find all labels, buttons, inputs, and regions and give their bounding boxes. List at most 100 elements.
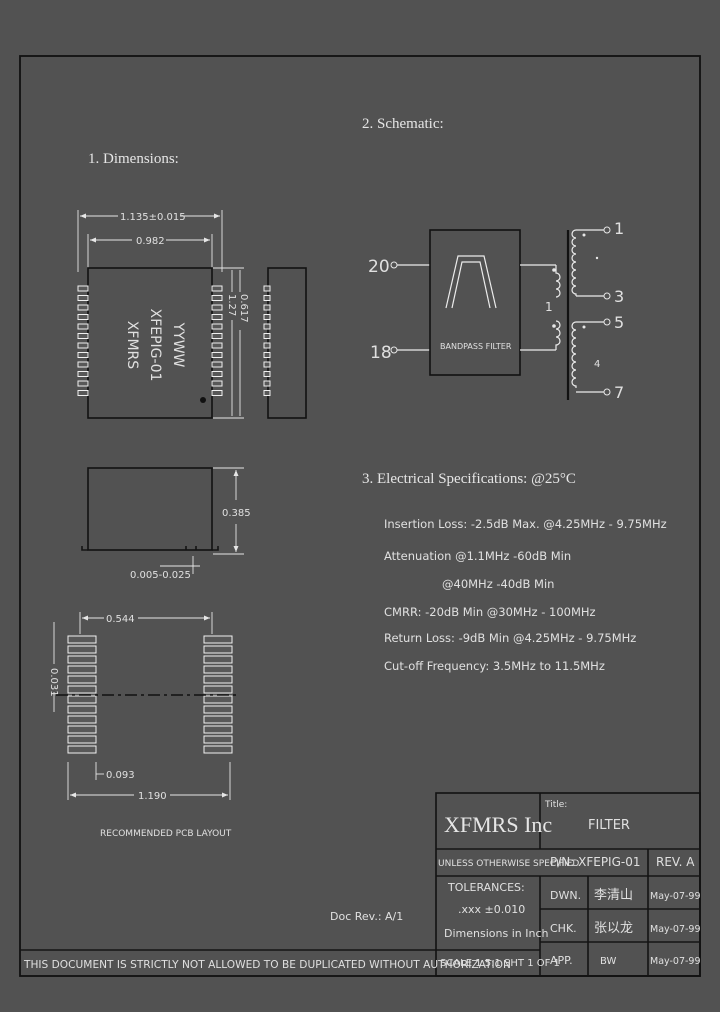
component-pin xyxy=(77,323,89,330)
electrical-heading: 3. Electrical Specifications: @25°C xyxy=(362,471,576,487)
component-pin xyxy=(211,390,223,396)
dim-body-width: 0.982 xyxy=(136,236,165,247)
dim-standoff: 0.005-0.025 xyxy=(130,570,191,581)
dim-pin-span-b: 0.617 xyxy=(238,294,249,323)
spec-line: @40MHz -40dB Min xyxy=(442,577,554,591)
spec-line: Cut-off Frequency: 3.5MHz to 11.5MHz xyxy=(384,659,605,673)
tolerance-value: .xxx ±0.010 xyxy=(458,903,525,916)
dim-pcb-pad-pitch: 0.031 xyxy=(48,668,59,697)
app-date: May-07-99 xyxy=(650,956,701,967)
pcb-layout-label: RECOMMENDED PCB LAYOUT xyxy=(100,829,232,839)
component-pin xyxy=(211,304,223,311)
dim-overall-width: 1.135±0.015 xyxy=(120,212,186,223)
dimensions-unit: Dimensions in Inch xyxy=(444,927,548,940)
schematic: 20 18 BANDPASS FILTER 1 4 1 3 5 7 xyxy=(368,219,624,402)
pcb-pad xyxy=(67,745,97,754)
top-view: 1.135±0.015 0.982 XFMRS XFEPIG-01 YYWW 1… xyxy=(77,210,307,419)
component-pin xyxy=(211,295,223,301)
scale-sheet: SCALE 1.5:1 SHT 1 OF 1 xyxy=(440,958,560,969)
spec-line: Attenuation @1.1MHz -60dB Min xyxy=(384,549,571,563)
pcb-pad xyxy=(67,715,97,724)
pin-label-18: 18 xyxy=(370,343,392,363)
component-pin xyxy=(263,314,271,320)
component-pin xyxy=(77,333,89,339)
component-pin xyxy=(77,380,89,387)
dwn-signature: 李清山 xyxy=(594,888,633,903)
pcb-pad xyxy=(203,655,233,664)
component-pin xyxy=(211,323,223,330)
chk-label: CHK. xyxy=(550,922,577,935)
component-pin xyxy=(263,285,271,292)
doc-revision: Doc Rev.: A/1 xyxy=(330,910,403,923)
marking-line2: XFEPIG-01 xyxy=(147,309,163,382)
front-view: 0.385 0.005-0.025 xyxy=(81,467,251,581)
tolerances-label: TOLERANCES: xyxy=(447,881,525,894)
component-side-view xyxy=(267,267,307,419)
component-pin xyxy=(77,304,89,311)
component-pin xyxy=(263,380,271,387)
spec-line: Insertion Loss: -2.5dB Max. @4.25MHz - 9… xyxy=(384,517,667,531)
dim-pcb-pad-span: 0.544 xyxy=(106,614,135,625)
winding-label-4: 4 xyxy=(594,359,600,370)
component-pin xyxy=(77,285,89,292)
pcb-pad xyxy=(67,675,97,684)
pcb-pad xyxy=(67,725,97,734)
pcb-pad xyxy=(67,665,97,674)
component-pin xyxy=(211,361,223,368)
revision: REV. A xyxy=(656,855,695,869)
pcb-pad xyxy=(67,655,97,664)
spec-line: Return Loss: -9dB Min @4.25MHz - 9.75MHz xyxy=(384,631,636,645)
component-pin xyxy=(263,304,271,311)
pcb-pad xyxy=(67,695,97,704)
pcb-pad xyxy=(67,685,97,694)
bandpass-filter-box xyxy=(429,229,521,376)
pcb-pad xyxy=(203,635,233,644)
component-pin xyxy=(263,295,271,301)
pcb-pad xyxy=(203,665,233,674)
pcb-pad xyxy=(67,635,97,644)
component-pin xyxy=(77,295,89,301)
chk-signature: 张以龙 xyxy=(594,921,633,936)
component-pin xyxy=(263,333,271,339)
component-pin xyxy=(77,361,89,368)
dim-pin-span-a: 1.27 xyxy=(226,294,237,316)
component-pin xyxy=(211,380,223,387)
dim-pcb-pad-length: 0.093 xyxy=(106,770,135,781)
pcb-pad xyxy=(203,675,233,684)
part-number: P/N: XFEPIG-01 xyxy=(550,855,641,869)
component-pin xyxy=(263,352,271,358)
dwn-date: May-07-99 xyxy=(650,891,701,902)
out-label-5: 5 xyxy=(614,313,624,332)
pin-label-20: 20 xyxy=(368,257,390,277)
app-label: APP. xyxy=(550,954,573,967)
out-label-3: 3 xyxy=(614,287,624,306)
component-pin xyxy=(77,314,89,320)
pcb-pad xyxy=(203,715,233,724)
pcb-pad xyxy=(203,745,233,754)
component-body-front xyxy=(87,467,213,551)
dimensions-heading: 1. Dimensions: xyxy=(88,151,179,167)
component-pin xyxy=(263,323,271,330)
dim-pcb-overall: 1.190 xyxy=(138,791,167,802)
component-pin xyxy=(211,371,223,377)
marking-line1: XFMRS xyxy=(124,321,140,369)
component-pin xyxy=(77,342,89,349)
dim-height: 0.385 xyxy=(222,508,251,519)
app-signature: BW xyxy=(600,956,617,967)
component-pin xyxy=(263,361,271,368)
electrical-specs: Insertion Loss: -2.5dB Max. @4.25MHz - 9… xyxy=(384,517,667,673)
schematic-heading: 2. Schematic: xyxy=(362,116,444,132)
winding-label-1: 1 xyxy=(545,300,553,314)
component-pin xyxy=(77,371,89,377)
component-pin xyxy=(77,390,89,396)
sheet-border xyxy=(19,55,701,977)
title-block: XFMRS Inc Title: FILTER P/N: XFEPIG-01 R… xyxy=(435,792,701,977)
out-label-1: 1 xyxy=(614,219,624,238)
title-value: FILTER xyxy=(588,818,630,833)
dwn-label: DWN. xyxy=(550,889,581,902)
pcb-pad xyxy=(203,645,233,654)
marking-line3: YYWW xyxy=(170,322,186,368)
unless-note: UNLESS OTHERWISE SPECIFIED xyxy=(438,859,579,869)
chk-date: May-07-99 xyxy=(650,924,701,935)
